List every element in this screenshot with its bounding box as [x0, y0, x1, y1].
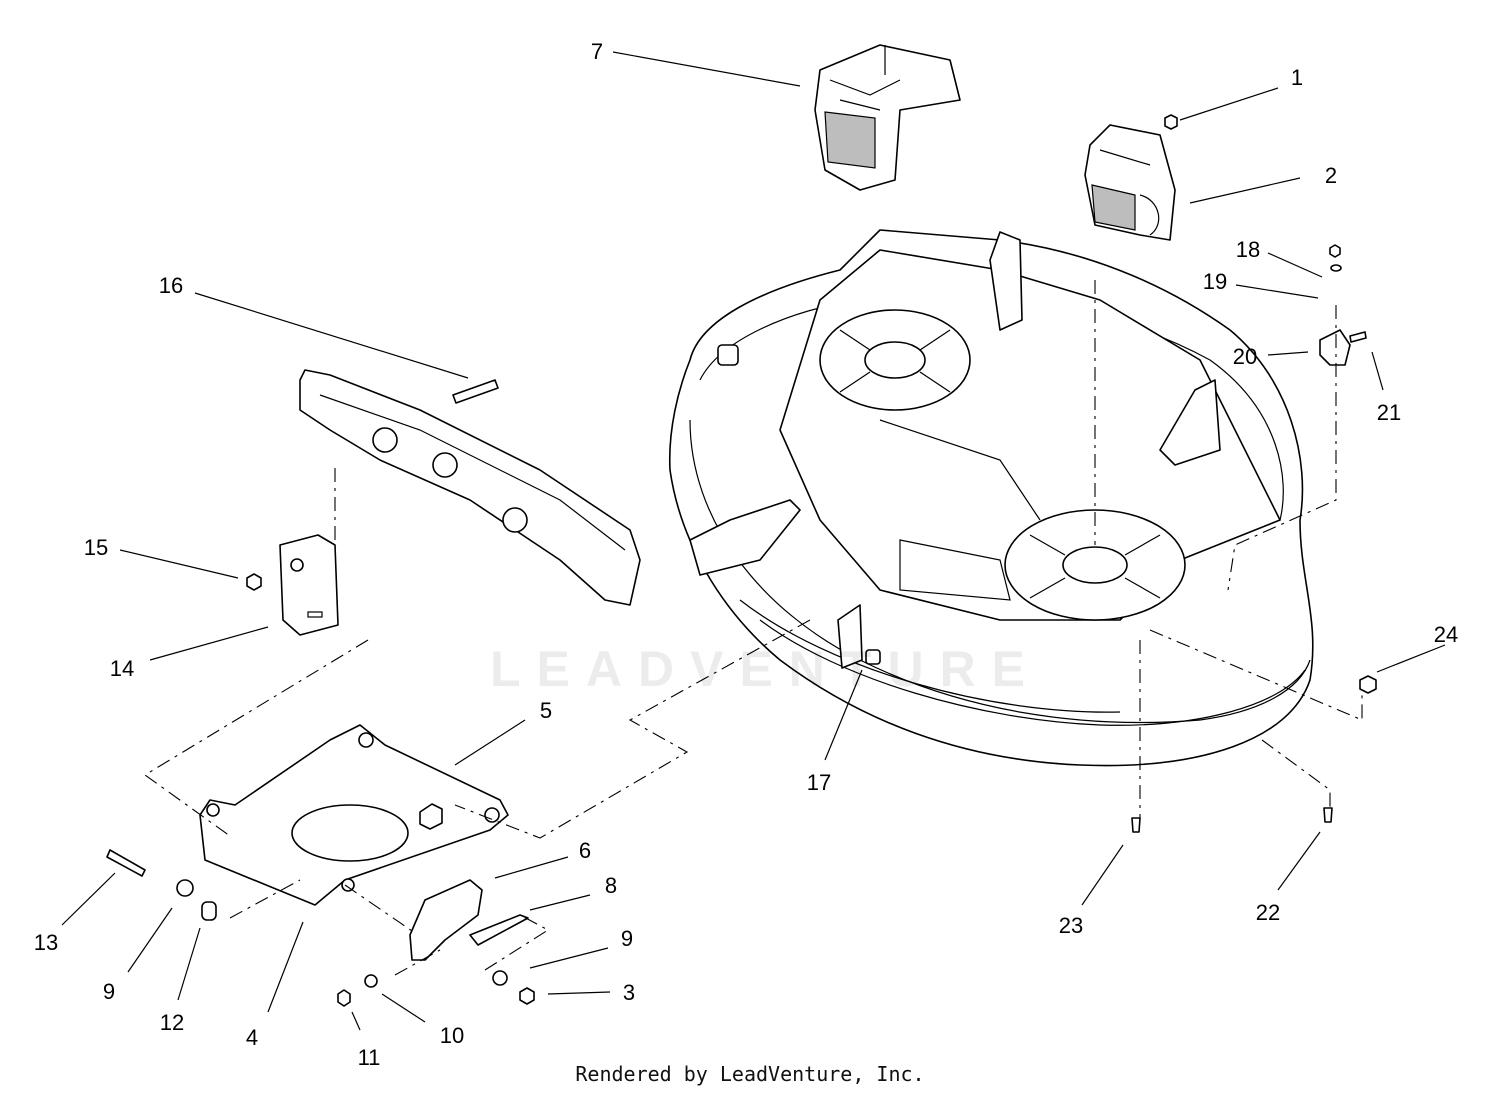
- callout-7: 7: [590, 39, 604, 64]
- callout-24: 24: [1433, 622, 1459, 647]
- deck-hanger-bracket: [299, 369, 641, 606]
- mower-deck-housing: [668, 229, 1377, 767]
- callout-5: 5: [539, 698, 553, 723]
- callout-9-right: 9: [620, 926, 634, 951]
- callout-9-left: 9: [102, 979, 116, 1004]
- callout-4: 4: [245, 1025, 259, 1050]
- callout-1: 1: [1290, 65, 1304, 90]
- leader-lines: [61, 51, 1446, 1031]
- callout-16: 16: [158, 273, 184, 298]
- callout-10: 10: [439, 1023, 465, 1048]
- callout-8: 8: [604, 873, 618, 898]
- pivot-bracket: [409, 803, 529, 961]
- callout-18: 18: [1235, 237, 1261, 262]
- callout-14: 14: [109, 656, 135, 681]
- callout-21: 21: [1376, 400, 1402, 425]
- deck-link-plate: [246, 534, 339, 636]
- callout-22: 22: [1255, 900, 1281, 925]
- watermark: LEADVENTURE: [490, 641, 1042, 697]
- assembly-lines: [144, 280, 1363, 976]
- callout-3: 3: [622, 980, 636, 1005]
- callout-19: 19: [1202, 269, 1228, 294]
- belt-cover-right: [1084, 114, 1178, 241]
- callout-13: 13: [33, 930, 59, 955]
- callout-17: 17: [806, 770, 832, 795]
- callout-12: 12: [159, 1010, 185, 1035]
- callout-15: 15: [83, 535, 109, 560]
- callout-23: 23: [1058, 913, 1084, 938]
- callout-6: 6: [578, 838, 592, 863]
- belt-cover-left: [814, 44, 961, 191]
- front-bracket-plate: [199, 724, 509, 906]
- callout-2: 2: [1324, 163, 1338, 188]
- rendered-by-footer: Rendered by LeadVenture, Inc.: [575, 1062, 925, 1086]
- callout-11: 11: [357, 1045, 381, 1070]
- small-hardware: [106, 244, 1367, 1007]
- callout-20: 20: [1232, 344, 1258, 369]
